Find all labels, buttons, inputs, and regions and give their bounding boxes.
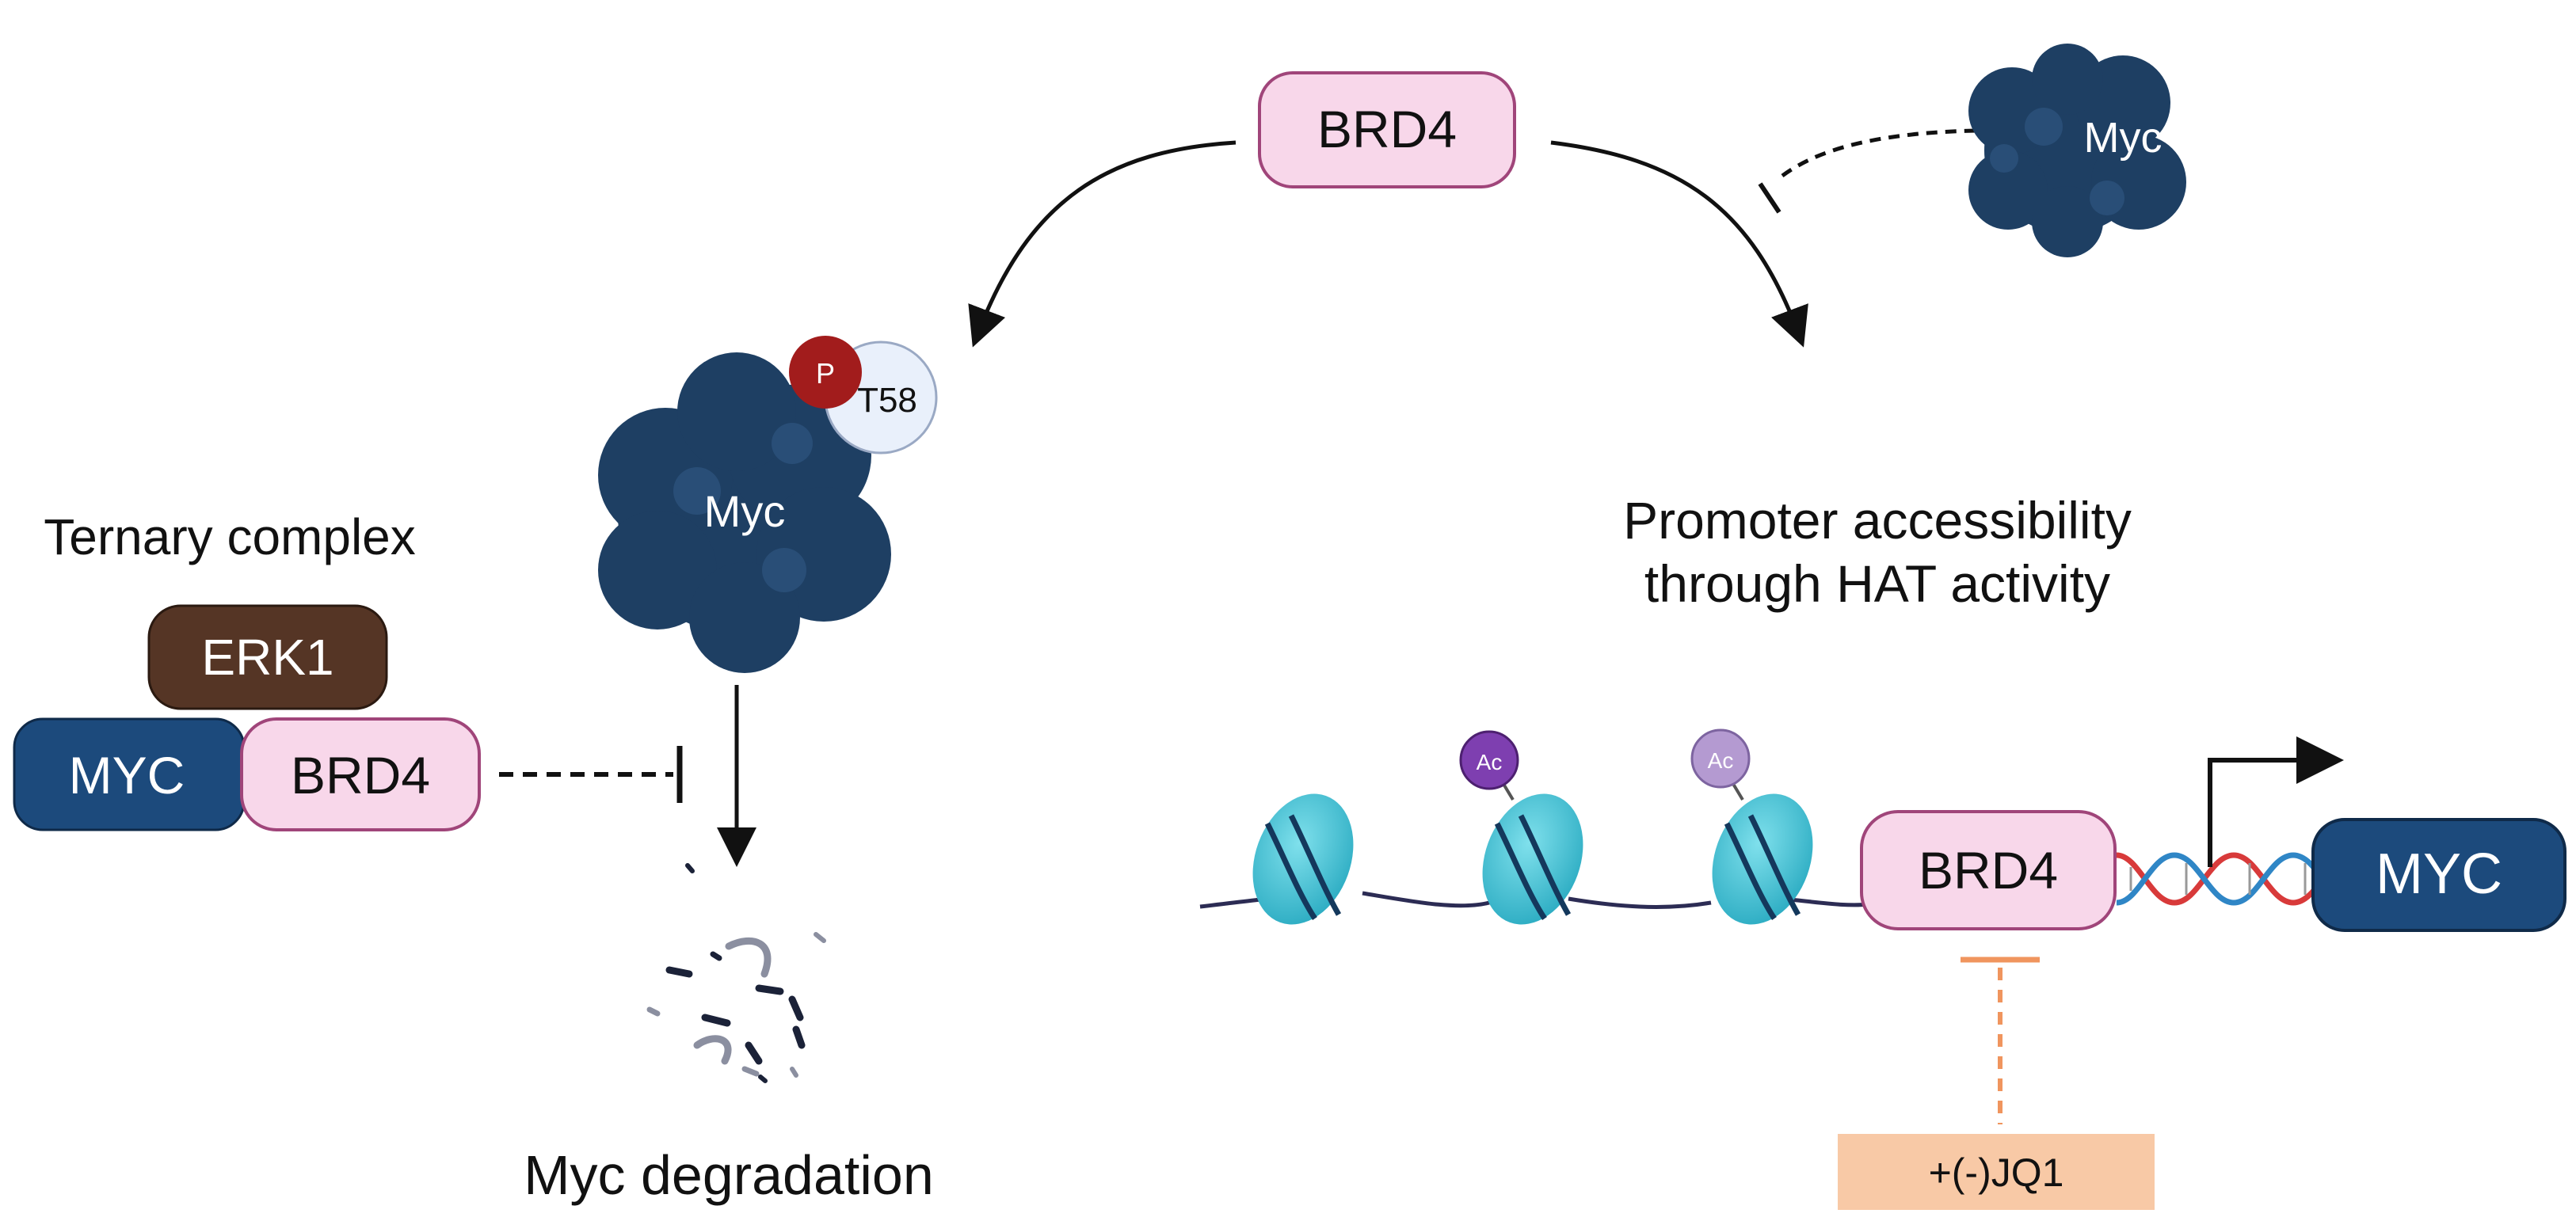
t58-label: T58 <box>857 381 917 420</box>
myc-gene-box <box>2311 818 2566 932</box>
ac2-circle <box>1690 728 1751 789</box>
myc-box-left-label: MYC <box>69 746 185 804</box>
brd4-top-box <box>1258 71 1516 188</box>
ac2-label: Ac <box>1708 748 1734 773</box>
dna-strand <box>1199 891 1870 909</box>
brd4-left-label: BRD4 <box>291 746 430 804</box>
jq1-box <box>1838 1134 2155 1210</box>
myc-gene-label: MYC <box>2376 843 2502 906</box>
erk1-box <box>147 604 388 710</box>
erk1-label: ERK1 <box>201 629 333 686</box>
promoter-line1: Promoter accessibility <box>1623 491 2132 550</box>
ac1-circle <box>1459 730 1519 790</box>
ternary-complex-title: Ternary complex <box>44 508 416 565</box>
transcription-start-arrow <box>2208 736 2344 867</box>
phospho-label: P <box>816 357 835 390</box>
nucleosome-1 <box>1252 793 1354 925</box>
ac1-label: Ac <box>1477 750 1503 774</box>
myc-middle-label: Myc <box>704 486 786 536</box>
brd4-right-box <box>1860 810 2117 930</box>
myc-protein-middle <box>598 352 891 673</box>
myc-protein-top <box>1968 44 2186 257</box>
arrow-brd4-to-promoter <box>1550 140 1808 348</box>
phospho-group <box>789 336 862 409</box>
myc-inhibition-dashed <box>1781 128 1977 178</box>
nucleosome-2 <box>1482 793 1583 925</box>
myc-top-label: Myc <box>2084 114 2163 162</box>
brd4-right-label: BRD4 <box>1919 841 2058 900</box>
brd4-top-label: BRD4 <box>1317 100 1457 158</box>
degradation-fragments <box>646 863 826 1083</box>
arrow-brd4-to-myc-degradation <box>968 140 1237 348</box>
myc-inhibition-bar <box>1758 182 1781 214</box>
jq1-label: +(-)JQ1 <box>1929 1151 2064 1195</box>
promoter-line2: through HAT activity <box>1644 554 2110 613</box>
brd4-left-box <box>240 717 481 831</box>
myc-degradation-label: Myc degradation <box>524 1144 934 1206</box>
nucleosome-3 <box>1712 793 1813 925</box>
